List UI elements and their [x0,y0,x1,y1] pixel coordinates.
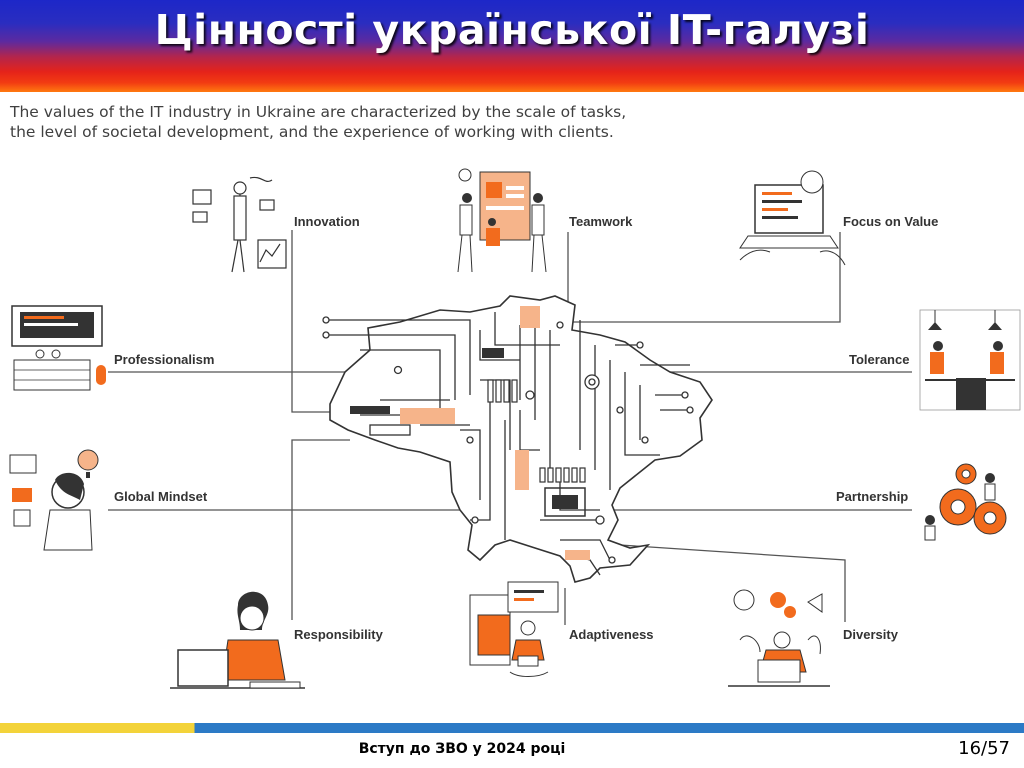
value-label-teamwork: Teamwork [569,214,633,229]
value-label-focus-on-value: Focus on Value [843,214,939,229]
slide-title: Цінності української IT-галузі [154,6,870,54]
value-label-global-mindset: Global Mindset [114,489,208,504]
gears-people-icon [924,463,1007,541]
value-label-adaptiveness: Adaptiveness [569,627,654,642]
thinking-person-icon [9,449,99,551]
footer-bar [0,723,1024,733]
team-board-icon [457,168,547,273]
ukraine-circuit-map-icon [322,295,713,583]
title-bar: Цінності української IT-галузі [0,0,1024,92]
page-number: 16/57 [958,738,1010,759]
value-label-responsibility: Responsibility [294,627,383,642]
footer-text: Вступ до ЗВО у 2024 році [358,741,566,757]
value-label-diversity: Diversity [843,627,898,642]
value-label-innovation: Innovation [294,214,360,229]
connector-lines [108,230,912,625]
man-laptop-cards-icon [469,581,559,677]
value-label-tolerance: Tolerance [849,352,910,367]
multitask-person-icon [728,589,830,687]
intro-line: the level of societal development, and t… [10,123,614,141]
woman-laptop-icon [170,591,305,689]
laptop-code-icon [739,170,846,266]
intro-line: The values of the IT industry in Ukraine… [10,103,627,121]
values-diagram [9,168,1021,689]
two-people-desks-icon [919,309,1021,411]
value-label-partnership: Partnership [836,489,909,504]
intro-text: The values of the IT industry in Ukraine… [10,102,710,142]
computer-keyboard-icon [11,305,106,391]
value-label-professionalism: Professionalism [114,352,215,367]
scientist-flowchart-icon [192,176,287,273]
